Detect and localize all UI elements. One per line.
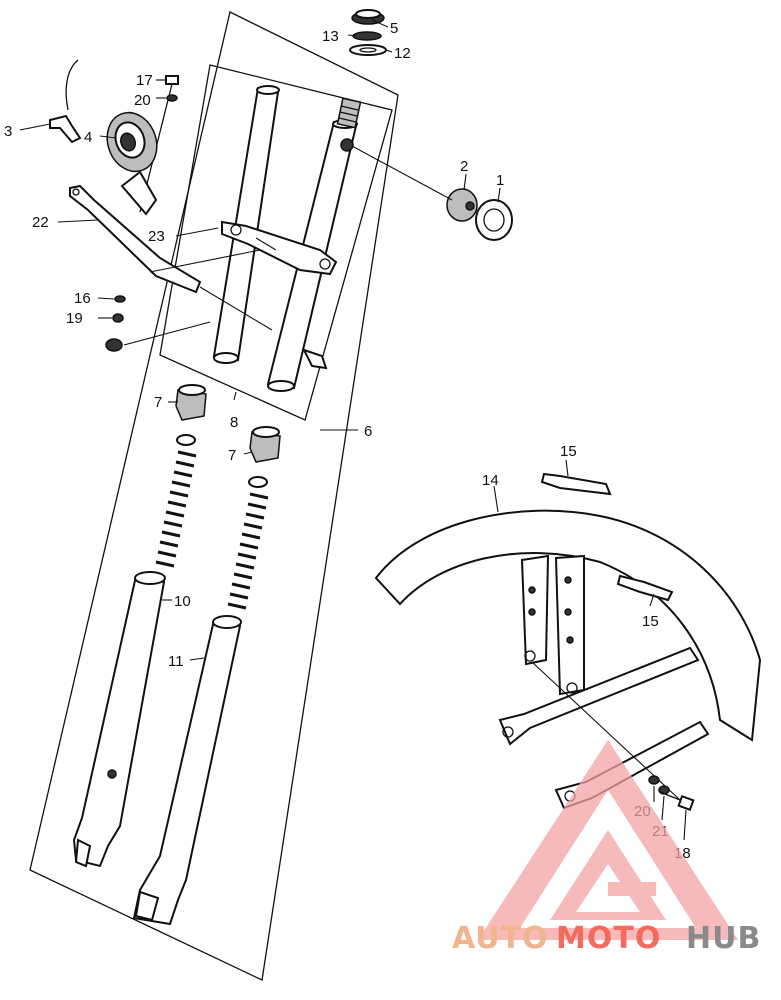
callout-3: 3 bbox=[4, 123, 12, 140]
headlight-cap bbox=[475, 199, 513, 241]
headlight-stay bbox=[69, 184, 273, 331]
watermark-triangle bbox=[478, 740, 738, 940]
cable-clamp bbox=[49, 59, 82, 144]
callout-15-side: 15 bbox=[642, 613, 659, 630]
automotohub-watermark-logo: AUTO MOTO HUB bbox=[452, 740, 761, 956]
callout-23: 23 bbox=[148, 228, 165, 245]
front-fender bbox=[374, 509, 762, 742]
callout-6: 6 bbox=[364, 423, 372, 440]
washer-19 bbox=[112, 313, 124, 323]
callout-15-top: 15 bbox=[560, 443, 577, 460]
callout-17: 17 bbox=[136, 72, 153, 89]
watermark-word-moto: MOTO bbox=[556, 921, 661, 956]
callout-20-top: 20 bbox=[134, 92, 151, 109]
callout-10: 10 bbox=[174, 593, 191, 610]
callout-7-right: 7 bbox=[228, 447, 236, 464]
washer-20b bbox=[648, 775, 660, 785]
callout-11: 11 bbox=[168, 653, 184, 670]
fork-oil-seal-right bbox=[249, 426, 281, 463]
fork-assembly-frame bbox=[29, 11, 399, 981]
callout-14: 14 bbox=[482, 472, 499, 489]
callout-12: 12 bbox=[394, 45, 411, 62]
fork-oil-seal-left bbox=[175, 384, 207, 421]
bolt-18 bbox=[659, 791, 695, 812]
fork-spring-left bbox=[155, 434, 197, 568]
callout-16: 16 bbox=[74, 290, 91, 307]
callout-4: 4 bbox=[84, 129, 92, 146]
callout-5: 5 bbox=[390, 20, 398, 37]
watermark-word-hub: HUB bbox=[686, 921, 761, 956]
callout-8: 8 bbox=[230, 414, 238, 431]
rubber-grommet bbox=[105, 338, 123, 352]
fork-tube-frame bbox=[159, 64, 393, 421]
headlight-bushing bbox=[446, 188, 478, 222]
speedometer-assembly bbox=[106, 111, 158, 216]
washer-20 bbox=[166, 94, 178, 102]
steering-bearing-race bbox=[349, 44, 387, 56]
steering-washer bbox=[352, 31, 382, 41]
callout-19: 19 bbox=[66, 310, 83, 327]
fork-spring-right bbox=[227, 476, 269, 610]
callout-22: 22 bbox=[32, 214, 49, 231]
left-fork-tube bbox=[212, 85, 280, 364]
left-fork-slider bbox=[72, 571, 166, 868]
callout-13: 13 bbox=[322, 28, 339, 45]
callout-2: 2 bbox=[460, 158, 468, 175]
bottom-bridge bbox=[221, 220, 338, 276]
watermark-word-auto: AUTO bbox=[452, 921, 549, 956]
callout-1: 1 bbox=[496, 172, 504, 189]
steering-stem-nut bbox=[351, 9, 385, 25]
fender-brace-side bbox=[616, 574, 674, 602]
fork-bracket bbox=[302, 348, 328, 370]
right-fork-slider bbox=[132, 615, 242, 926]
fender-brace-top bbox=[540, 472, 612, 496]
callout-7-left: 7 bbox=[154, 394, 162, 411]
nut-16 bbox=[114, 295, 126, 303]
